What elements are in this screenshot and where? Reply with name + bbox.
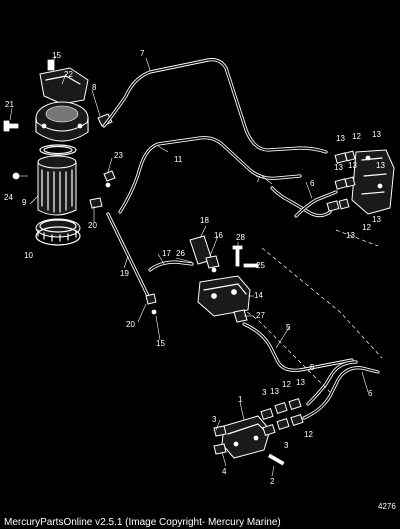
lower-manifold-assembly — [213, 398, 304, 466]
fuel-lines — [102, 58, 383, 420]
callout-19: 19 — [120, 269, 129, 278]
callout-12-b: 12 — [362, 223, 371, 232]
callout-9: 9 — [22, 198, 27, 207]
callout-23: 23 — [114, 151, 123, 160]
callout-13-d: 13 — [348, 161, 357, 170]
callout-26: 26 — [176, 249, 185, 258]
callout-12-d: 12 — [304, 430, 313, 439]
leader-lines — [9, 55, 369, 477]
callout-10: 10 — [24, 251, 33, 260]
figure-number: 4276 — [378, 502, 396, 511]
callout-11: 11 — [174, 155, 183, 164]
callout-16: 16 — [214, 231, 223, 240]
callout-13-e: 13 — [376, 161, 385, 170]
callout-28: 28 — [236, 233, 245, 242]
callout-3-b: 3 — [212, 415, 217, 424]
right-fitting-block — [326, 149, 395, 215]
callout-13-h: 13 — [270, 387, 279, 396]
callout-12-c: 12 — [282, 380, 291, 389]
callout-7-lower: 7 — [256, 175, 261, 184]
callout-4: 4 — [222, 467, 227, 476]
callout-27: 27 — [256, 311, 265, 320]
callout-14: 14 — [254, 291, 263, 300]
callout-13-f: 13 — [346, 231, 355, 240]
copyright-caption: MercuryPartsOnline v2.5.1 (Image Copyrig… — [4, 517, 281, 528]
callout-13-b: 13 — [372, 130, 381, 139]
callout-13-c: 13 — [334, 163, 343, 172]
fuel-filter-assembly — [3, 59, 116, 246]
callout-13-i: 13 — [296, 378, 305, 387]
callout-6-lower: 6 — [368, 389, 373, 398]
callout-3-c: 3 — [284, 441, 289, 450]
callout-13-a: 13 — [336, 134, 345, 143]
callout-5-lower: 5 — [310, 363, 315, 372]
callout-15-top: 15 — [52, 51, 61, 60]
callout-24: 24 — [4, 193, 13, 202]
callout-2: 2 — [270, 477, 275, 486]
middle-manifold-assembly — [145, 235, 259, 323]
callout-3-a: 3 — [262, 388, 267, 397]
callout-7-upper: 7 — [140, 49, 145, 58]
callout-22: 22 — [64, 70, 73, 79]
callout-21: 21 — [5, 100, 14, 109]
callout-20-upper: 20 — [88, 221, 97, 230]
callout-1: 1 — [238, 395, 243, 404]
callout-20-lower: 20 — [126, 320, 135, 329]
callout-5-middle: 5 — [286, 323, 291, 332]
callout-13-g: 13 — [372, 215, 381, 224]
callout-25: 25 — [256, 261, 265, 270]
callout-12-a: 12 — [352, 132, 361, 141]
callout-6-upper: 6 — [310, 179, 315, 188]
callout-15-lower: 15 — [156, 339, 165, 348]
callout-18: 18 — [200, 216, 209, 225]
callout-labels: 15 22 8 21 24 9 23 20 10 7 11 7 6 13 12 … — [4, 49, 385, 486]
callout-8: 8 — [92, 83, 97, 92]
callout-17: 17 — [162, 249, 171, 258]
